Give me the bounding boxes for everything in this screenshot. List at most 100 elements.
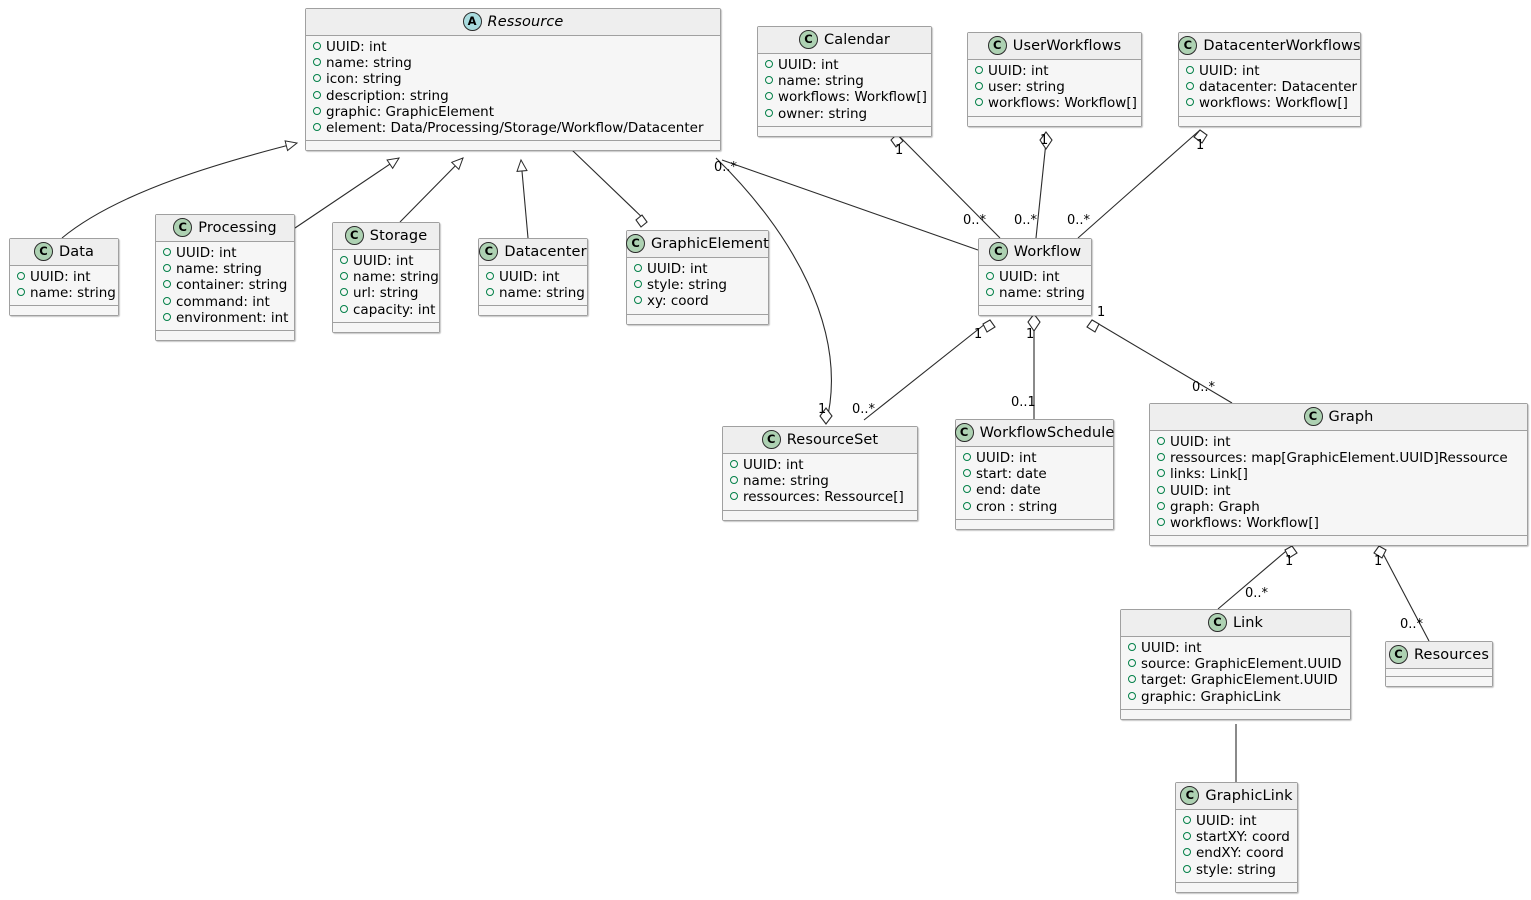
attribute-row: UUID: int [1128, 640, 1344, 656]
class-methods-workflowschedule [956, 519, 1113, 529]
visibility-public-icon [163, 248, 171, 256]
visibility-public-icon [1128, 659, 1136, 668]
attribute-row: name: string [765, 73, 925, 89]
multiplicity-label: 1 [895, 143, 904, 158]
attribute-label: UUID: int [1170, 434, 1231, 450]
visibility-public-icon [765, 60, 773, 68]
attribute-row: name: string [17, 285, 116, 301]
attribute-row: element: Data/Processing/Storage/Workflo… [313, 120, 714, 136]
attribute-label: owner: string [778, 105, 868, 122]
multiplicity-label: 0..* [1067, 213, 1091, 228]
multiplicity-label: 1 [974, 327, 983, 342]
multiplicity-label: 1 [1374, 554, 1383, 569]
attribute-label: datacenter: Datacenter [1199, 79, 1358, 96]
attribute-row: UUID: int [1157, 434, 1521, 450]
attribute-label: workflows: Workflow[] [988, 95, 1137, 112]
attribute-row: source: GraphicElement.UUID [1128, 656, 1344, 672]
attribute-row: name: string [340, 269, 439, 285]
attribute-row: UUID: int [765, 57, 925, 73]
visibility-public-icon [634, 264, 642, 272]
visibility-public-icon [765, 92, 773, 101]
attribute-row: UUID: int [963, 450, 1107, 466]
class-title-ressource: Ressource [487, 13, 564, 30]
edge-userworkflows-workflow [1035, 141, 1047, 239]
class-methods-data [10, 306, 118, 316]
class-methods-processing [156, 331, 294, 341]
attribute-row: container: string [163, 277, 288, 293]
attribute-row: workflows: Workflow[] [1157, 515, 1521, 531]
class-methods-resources [1386, 677, 1492, 686]
attribute-label: UUID: int [1170, 482, 1231, 499]
visibility-public-icon [986, 272, 994, 280]
class-methods-calendar [758, 126, 931, 136]
attribute-label: source: GraphicElement.UUID [1141, 656, 1342, 673]
visibility-public-icon [634, 280, 642, 289]
attribute-row: UUID: int [340, 253, 433, 269]
visibility-public-icon [486, 288, 494, 297]
attribute-label: environment: int [176, 309, 289, 326]
attribute-row: workflows: Workflow[] [975, 95, 1137, 112]
attribute-label: UUID: int [743, 457, 804, 473]
visibility-public-icon [1183, 816, 1191, 824]
attribute-row: name: string [163, 261, 288, 277]
class-title-workflowschedule: WorkflowSchedule [979, 424, 1115, 441]
visibility-public-icon [963, 501, 971, 510]
attribute-label: capacity: int [353, 301, 436, 318]
attribute-row: UUID: int [730, 457, 911, 473]
attribute-label: command: int [176, 293, 270, 310]
visibility-public-icon [1157, 437, 1165, 445]
visibility-public-icon [313, 42, 321, 50]
multiplicity-label: 1 [1196, 138, 1205, 153]
attribute-label: UUID: int [647, 261, 708, 277]
attribute-label: UUID: int [1196, 813, 1257, 829]
class-methods-graphicelement [627, 314, 768, 324]
visibility-public-icon [765, 108, 773, 117]
visibility-public-icon [340, 272, 348, 281]
class-methods-datacenter [479, 306, 587, 316]
attribute-row: environment: int [163, 310, 288, 326]
class-methods-link [1121, 709, 1350, 719]
multiplicity-label: 1 [818, 402, 827, 417]
attribute-row: icon: string [313, 71, 714, 87]
multiplicity-label: 0..* [1400, 617, 1424, 632]
attribute-label: container: string [176, 277, 288, 294]
visibility-public-icon [1128, 675, 1136, 684]
attribute-label: name: string [353, 269, 439, 286]
attribute-label: user: string [988, 79, 1065, 96]
visibility-public-icon [313, 106, 321, 115]
visibility-public-icon [1186, 98, 1194, 107]
visibility-public-icon [163, 312, 171, 321]
class-title-resources: Resources [1414, 646, 1489, 663]
class-icon: C [344, 226, 364, 245]
attribute-row: graphic: GraphicLink [1128, 689, 1344, 705]
attribute-label: name: string [999, 285, 1085, 302]
attribute-label: UUID: int [326, 39, 387, 55]
class-methods-userworkflows [968, 116, 1141, 126]
multiplicity-label: 0..* [714, 160, 738, 175]
attribute-row: name: string [730, 473, 911, 489]
